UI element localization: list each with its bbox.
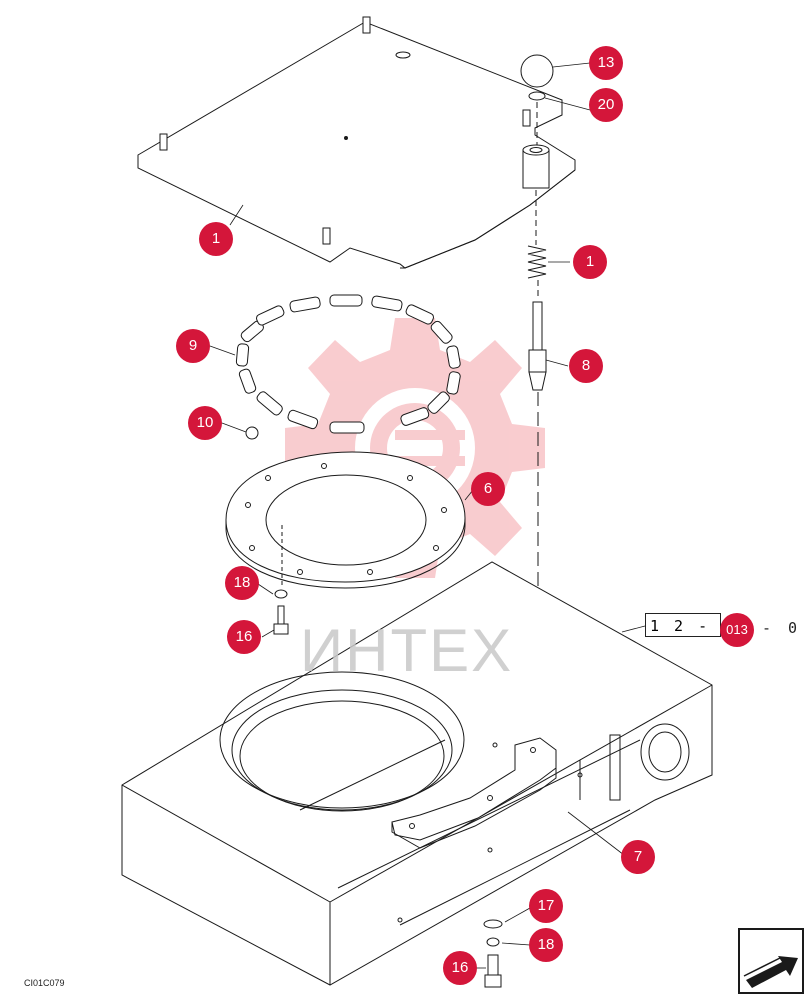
callout-18-upper[interactable]: 18 — [225, 566, 259, 600]
bracket-arm — [391, 737, 557, 849]
roller-ring — [235, 294, 461, 434]
bolt-left — [273, 605, 289, 635]
top-plate — [137, 16, 576, 269]
callout-8[interactable]: 8 — [569, 349, 603, 383]
callout-6[interactable]: 6 — [471, 472, 505, 506]
reference-code-box[interactable]: 1 2 - 0 — [645, 613, 721, 637]
watermark-text: ИНТЕХ — [300, 617, 514, 684]
washer-ring — [225, 451, 466, 589]
arrow-next-page-icon[interactable] — [738, 928, 804, 994]
reference-code-suffix: - 0 ( — [762, 619, 812, 637]
bolt-bottom — [484, 954, 502, 988]
callout-18-lower[interactable]: 18 — [529, 928, 563, 962]
plunger — [528, 301, 547, 391]
callout-13[interactable]: 13 — [589, 46, 623, 80]
callout-17[interactable]: 17 — [529, 889, 563, 923]
spring — [527, 245, 547, 279]
leader-lines — [209, 62, 646, 969]
callout-7[interactable]: 7 — [621, 840, 655, 874]
callout-20[interactable]: 20 — [589, 88, 623, 122]
callout-9[interactable]: 9 — [176, 329, 210, 363]
callout-1-plate[interactable]: 1 — [199, 222, 233, 256]
callout-16-upper[interactable]: 16 — [227, 620, 261, 654]
lock-washer-bottom — [486, 937, 500, 947]
callout-1-spring[interactable]: 1 — [573, 245, 607, 279]
callout-10[interactable]: 10 — [188, 406, 222, 440]
arrow-next-page-glyph — [738, 928, 804, 994]
ball — [520, 54, 554, 88]
small-ball — [245, 426, 259, 440]
drawing-code: CI01C079 — [24, 978, 65, 988]
callout-013[interactable]: 013 — [720, 613, 754, 647]
sleeve — [522, 144, 550, 189]
o-ring — [528, 91, 546, 101]
callout-16-lower[interactable]: 16 — [443, 951, 477, 985]
lock-washer-left — [274, 589, 288, 599]
flat-washer-bottom — [483, 919, 503, 929]
base-frame — [121, 561, 713, 986]
